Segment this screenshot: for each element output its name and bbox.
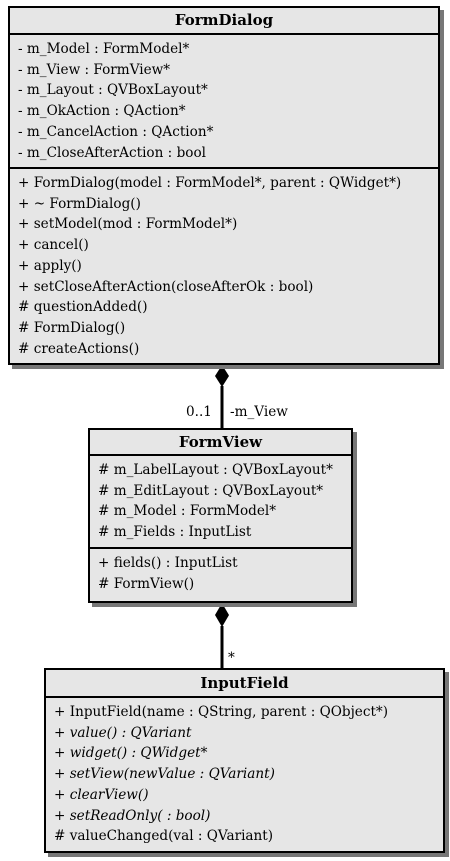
operation-row: + setModel(mod : FormModel*) <box>18 216 238 233</box>
operation-row: # FormDialog() <box>18 319 126 336</box>
composition-diamond <box>215 603 229 627</box>
operation-row: + InputField(name : QString, parent : QO… <box>54 704 389 720</box>
operation-row: + setCloseAfterAction(closeAfterOk : boo… <box>18 278 314 295</box>
operation-row: + apply() <box>18 257 82 274</box>
attribute-row: - m_CloseAfterAction : bool <box>18 144 206 161</box>
operation-row: + ~ FormDialog() <box>18 195 141 212</box>
attributes-compartment: - m_Model : FormModel* - m_View : FormVie… <box>10 35 438 169</box>
attribute-row: # m_Fields : InputList <box>98 524 252 541</box>
operation-row: + widget() : QWidget* <box>54 745 208 762</box>
attribute-row: # m_LabelLayout : QVBoxLayout* <box>98 462 333 478</box>
attribute-row: - m_CancelAction : QAction* <box>18 123 214 140</box>
attribute-row: - m_Model : FormModel* <box>18 41 190 57</box>
operation-row: + setReadOnly( : bool) <box>54 807 211 824</box>
operation-row: + setView(newValue : QVariant) <box>54 766 275 783</box>
attributes-compartment: # m_LabelLayout : QVBoxLayout* # m_EditLa… <box>90 456 351 549</box>
attribute-row: - m_Layout : QVBoxLayout* <box>18 82 208 99</box>
composition-diamond <box>215 365 229 387</box>
class-name: FormDialog <box>10 8 438 35</box>
operations-compartment: + fields() : InputList # FormView() <box>90 549 351 598</box>
operations-compartment: + InputField(name : QString, parent : QO… <box>46 698 443 851</box>
multiplicity-label: * <box>228 650 235 666</box>
class-box-formview: FormView # m_LabelLayout : QVBoxLayout*#… <box>88 428 353 603</box>
class-box-inputfield: InputField + InputField(name : QString, … <box>44 668 445 853</box>
operation-row: + FormDialog(model : FormModel*, parent … <box>18 175 402 191</box>
operation-row: # questionAdded() <box>18 299 148 316</box>
role-label: -m_View <box>230 404 288 420</box>
composition-formview-inputfield <box>215 603 229 668</box>
attribute-row: - m_OkAction : QAction* <box>18 103 186 120</box>
class-box-formdialog: FormDialog - m_Model : FormModel* - m_Vie… <box>8 6 440 365</box>
attribute-row: # m_EditLayout : QVBoxLayout* <box>98 482 324 499</box>
class-name: InputField <box>46 670 443 698</box>
operation-row: # valueChanged(val : QVariant) <box>54 828 274 845</box>
operation-row: + fields() : InputList <box>98 555 238 571</box>
composition-formdialog-formview <box>215 365 229 428</box>
class-name: FormView <box>90 430 351 456</box>
operation-row: # FormView() <box>98 575 195 592</box>
operation-row: + value() : QVariant <box>54 724 192 741</box>
operations-compartment: + FormDialog(model : FormModel*, parent … <box>10 169 438 363</box>
operation-row: + clearView() <box>54 786 149 803</box>
attribute-row: - m_View : FormView* <box>18 61 171 78</box>
operation-row: + cancel() <box>18 237 89 254</box>
operation-row: # createActions() <box>18 340 140 357</box>
attribute-row: # m_Model : FormModel* <box>98 503 277 520</box>
multiplicity-label: 0..1 <box>186 404 212 420</box>
